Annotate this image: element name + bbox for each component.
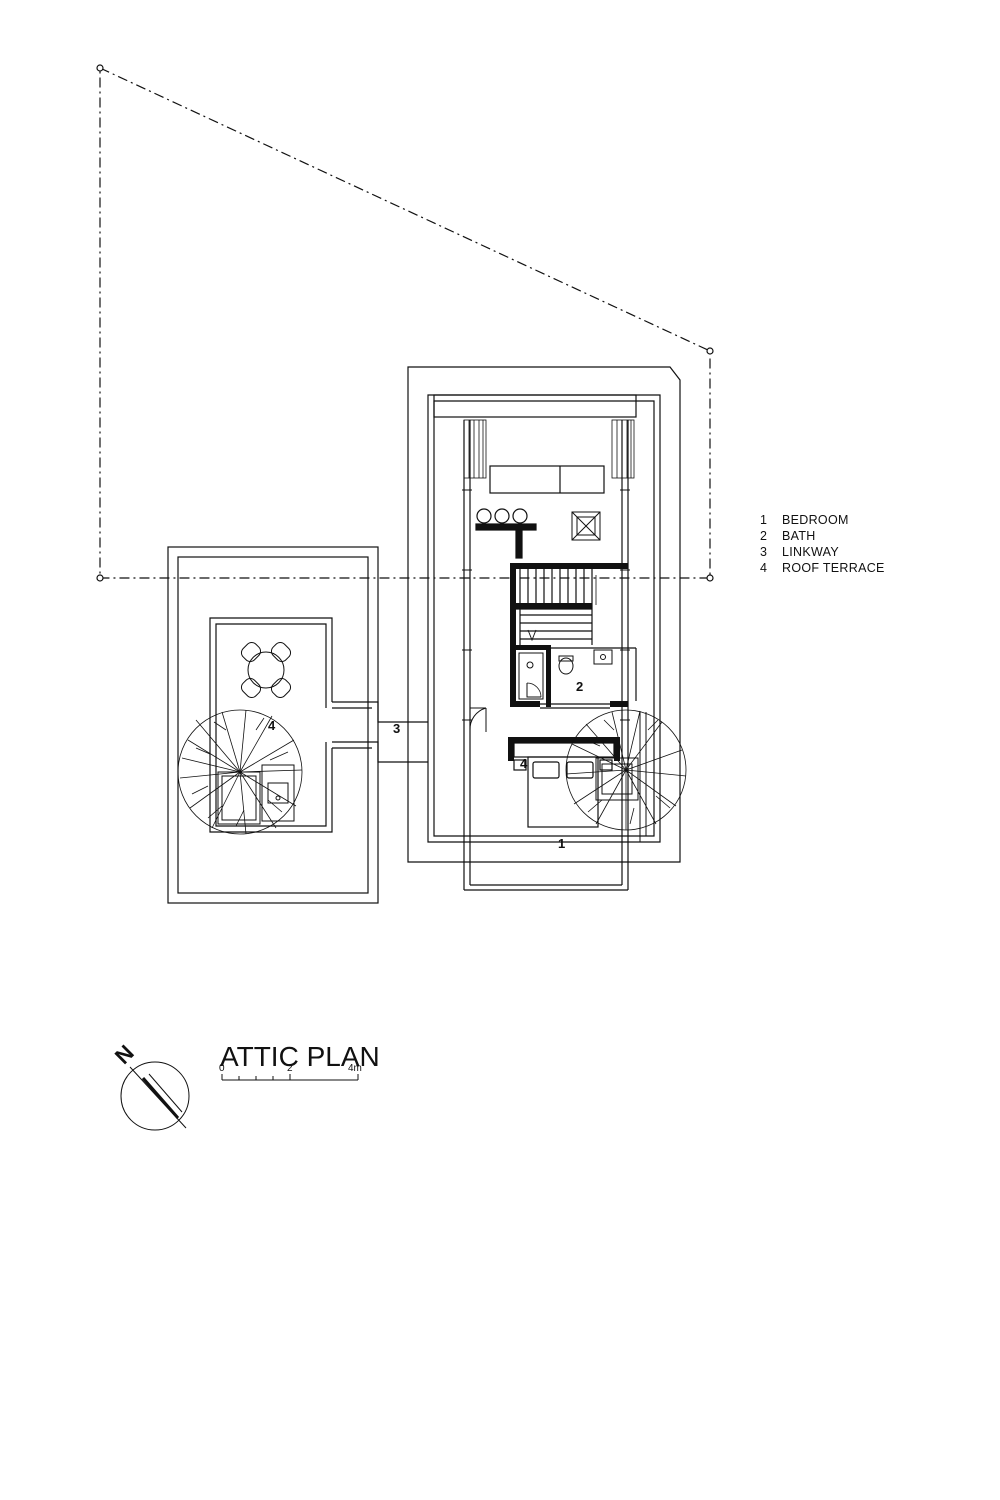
left-terrace-inner-walls (209, 617, 333, 833)
legend-name-2: BATH (782, 529, 816, 543)
louvre-panels (463, 419, 635, 479)
scale-tick-2: 2 (287, 1063, 293, 1074)
dining-set (240, 641, 292, 699)
legend-name-4: ROOF TERRACE (782, 561, 885, 575)
room-label-bath: 2 (576, 679, 583, 694)
left-terrace-outline (167, 546, 379, 904)
room-label-terrace-right: 4 (520, 756, 528, 771)
legend-num-2: 2 (760, 529, 767, 543)
legend: 1 BEDROOM 2 BATH 3 LINKWAY 4 ROOF TERRAC… (760, 513, 885, 575)
main-parapet (427, 394, 661, 843)
scale-tick-4m: 4m (348, 1063, 362, 1074)
main-roof-outline (407, 366, 681, 863)
legend-num-4: 4 (760, 561, 767, 575)
tree-right (565, 709, 687, 831)
north-arrow (120, 1061, 190, 1131)
legend-num-1: 1 (760, 513, 767, 527)
bath-walls (510, 645, 637, 709)
bedroom-door (469, 707, 487, 732)
left-planter (217, 764, 295, 825)
scale-bar (221, 1074, 359, 1081)
tree-left (177, 709, 303, 835)
site-boundary (99, 67, 711, 579)
bedroom-block-walls (463, 420, 629, 891)
boundary-markers (96, 64, 714, 582)
bar-stools (476, 508, 528, 524)
legend-num-3: 3 (760, 545, 767, 559)
linkway-walls (332, 701, 428, 763)
north-label: N (110, 1040, 139, 1069)
room-label-bedroom: 1 (558, 836, 565, 851)
bed (508, 737, 620, 828)
bath-fixtures (518, 649, 613, 700)
ac-unit (571, 511, 601, 541)
legend-name-1: BEDROOM (782, 513, 849, 527)
scale-tick-0: 0 (219, 1063, 225, 1074)
right-planter (595, 757, 639, 801)
room-label-linkway: 3 (393, 721, 400, 736)
plan-title: ATTIC PLAN (220, 1041, 380, 1072)
top-counter (489, 465, 605, 494)
room-label-terrace-left: 4 (268, 718, 276, 733)
staircase (510, 563, 628, 645)
legend-name-3: LINKWAY (782, 545, 839, 559)
